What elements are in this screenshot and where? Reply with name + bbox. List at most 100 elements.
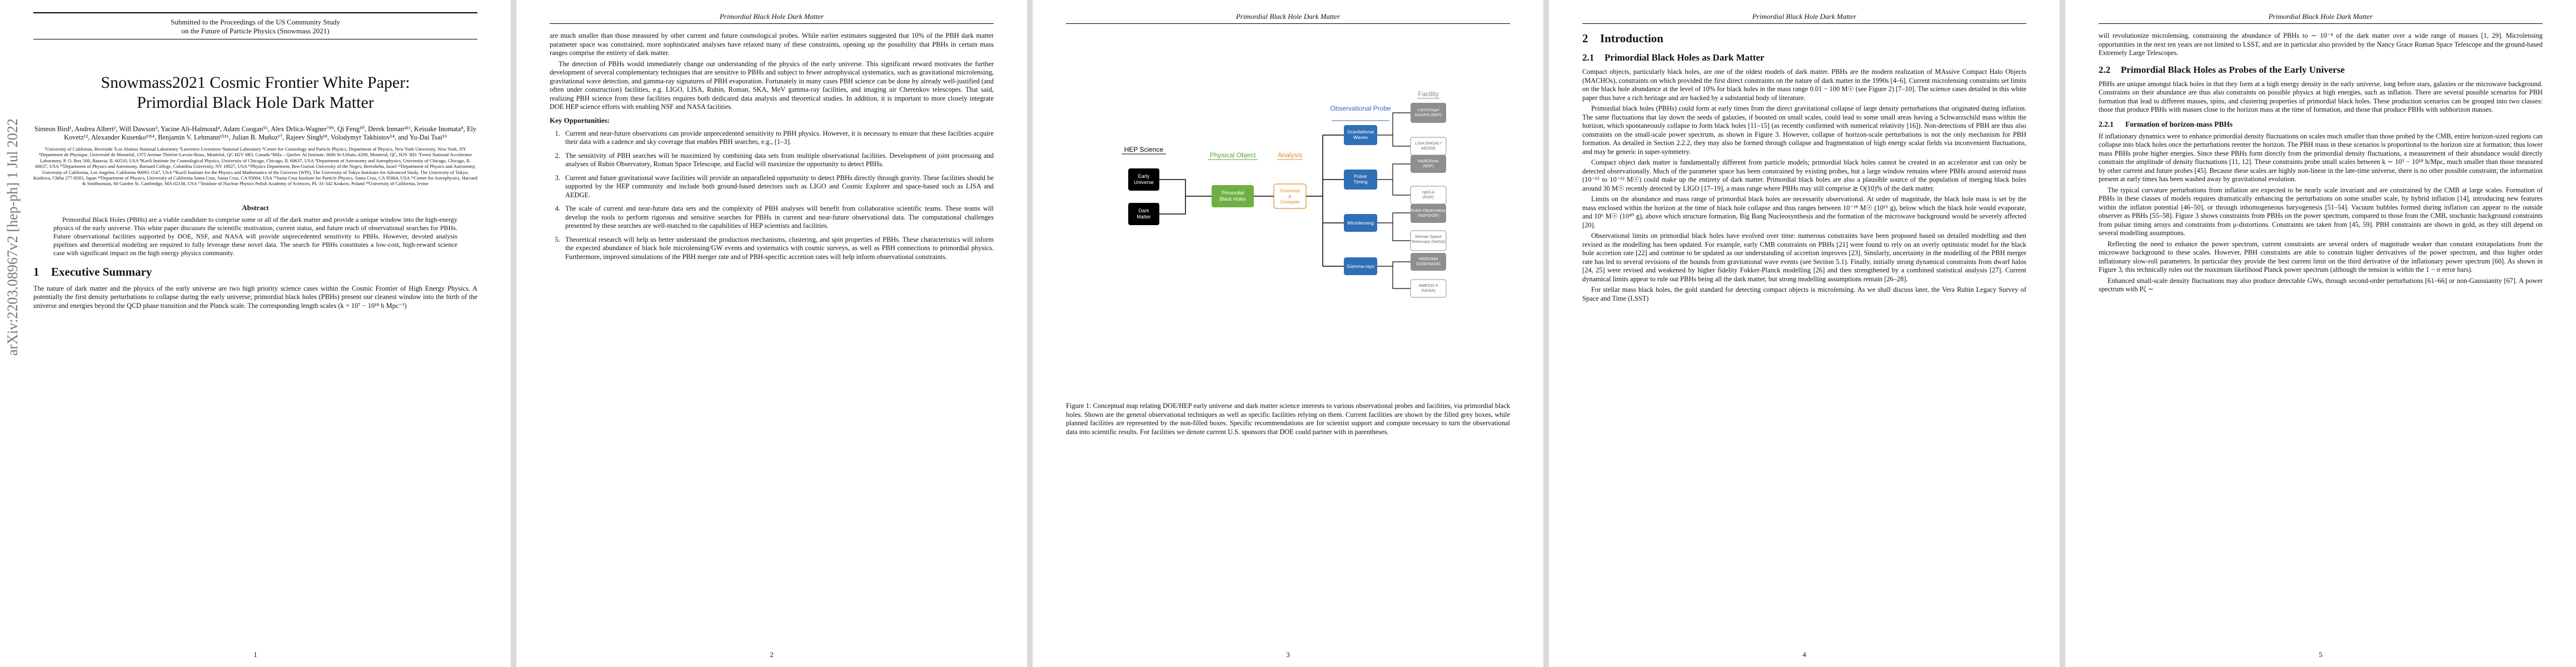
paragraph: Enhanced small-scale density fluctuation… [2099,276,2543,293]
facility-amego-text: AMEGO-X(NASA) [1418,283,1438,293]
paragraph: Observational limits on primordial black… [1582,232,2026,283]
pbh-box [1212,185,1254,207]
abstract: Primordial Black Holes (PBHs) are a viab… [53,216,457,257]
abstract-text: Primordial Black Holes (PBHs) are a viab… [53,215,457,257]
hep-science-label: HEP Science [1124,146,1164,153]
page-5: Primordial Black Hole Dark Matter will r… [2065,0,2576,667]
page-number: 1 [253,650,257,659]
page-4: Primordial Black Hole Dark Matter 2 Intro… [1549,0,2060,667]
connector [1159,179,1212,197]
subsection-title: Primordial Black Holes as Probes of the … [2121,64,2345,75]
gamma-rays-box [1344,257,1377,275]
paragraph: Reflecting the need to enhance the power… [2099,240,2543,274]
paragraph: Primordial black holes (PBHs) could form… [1582,104,2026,156]
list-item: The sensitivity of PBH searches will be … [562,152,994,169]
concept-map-diagram: HEP Science Physical Object Analysis Obs… [1122,90,1447,298]
list-item: Current and future gravitational wave fa… [562,174,994,200]
running-head: Primordial Black Hole Dark Matter [1582,12,2026,24]
subsection-heading: 2.2 Primordial Black Holes as Probes of t… [2099,64,2543,76]
connector [1392,266,1411,289]
figure-1: HEP Science Physical Object Analysis Obs… [1066,46,1510,402]
arxiv-identifier: arXiv:2203.08967v2 [hep-ph] 1 Jul 2022 [4,118,21,356]
subsubsection-heading: 2.2.1 Formation of horizon-mass PBHs [2099,120,2543,129]
scientists-compute-text: Scientists&Compute [1280,188,1300,205]
page-number: 5 [2319,650,2323,659]
list-item: Theoretical research will help us better… [562,236,994,262]
paragraph: Compact object dark matter is fundamenta… [1582,158,2026,192]
subsubsection-number: 2.2.1 [2099,120,2114,128]
running-head: Primordial Black Hole Dark Matter [1066,12,1510,24]
paragraph: Compact objects, particularly black hole… [1582,68,2026,102]
facility-ligo-text: LIGO/Virgo/KAGRA (NSF) [1415,107,1442,117]
affiliation-list: ¹University of California, Riverside ²Lo… [33,146,477,187]
facility-ligo [1411,103,1446,123]
paragraph: The detection of PBHs would immediately … [550,59,994,111]
subsection-title: Primordial Black Holes as Dark Matter [1605,52,1765,63]
subsection-number: 2.2 [2099,64,2111,75]
dark-matter-box [1128,203,1159,225]
pulsar-timing-box [1344,170,1377,190]
facility-rubin-text: Rubin Observatory(NSF/DOE) [1411,208,1446,218]
connector [1159,196,1186,215]
subsubsection-title: Formation of horizon-mass PBHs [2125,120,2233,128]
paper-title: Snowmass2021 Cosmic Frontier White Paper… [33,73,477,113]
section-title: Introduction [1600,32,1663,45]
gamma-rays-text: Gamma-rays [1347,263,1374,269]
running-head: Primordial Black Hole Dark Matter [550,12,994,24]
page-number: 3 [1286,650,1290,659]
submission-line-2: on the Future of Particle Physics (Snowm… [181,27,330,35]
paragraph: The nature of dark matter and the physic… [33,284,477,310]
microlensing-box [1344,214,1377,232]
section-heading: 2 Introduction [1582,32,2026,46]
facility-amego [1410,279,1447,298]
page-2: Primordial Black Hole Dark Matter are mu… [516,0,1027,667]
page-1: arXiv:2203.08967v2 [hep-ph] 1 Jul 2022 S… [0,0,511,667]
facility-ngvla-text: ngVLA(NSF) [1422,190,1435,200]
connector [1377,261,1411,267]
running-head: Primordial Black Hole Dark Matter [2099,12,2543,24]
submission-line-1: Submitted to the Proceedings of the US C… [171,18,340,26]
facility-rubin [1411,204,1446,223]
facility-nanograv-text: NANOGrav(NSF) [1418,158,1439,168]
paragraph: For stellar mass black holes, the gold s… [1582,286,2026,302]
opportunities-list: Current and near-future observations can… [550,130,994,262]
abstract-heading: Abstract [242,203,269,212]
page-number: 4 [1802,650,1806,659]
facility-herd-text: HERD/MA(DOE/NASA) [1416,256,1441,266]
title-line-1: Snowmass2021 Cosmic Frontier White Paper… [101,73,410,92]
page-number: 2 [770,650,774,659]
list-item: The scale of current and near-future dat… [562,205,994,231]
connector [1377,212,1411,223]
list-item: Current and near-future observations can… [562,130,994,147]
facility-lisa-text: LISA (NASA) /AEDGE [1415,141,1442,151]
facility-nanograv [1411,155,1446,173]
paragraph: The typical curvature perturbations from… [2099,186,2543,237]
facility-herd [1411,253,1446,271]
subsection-heading: 2.1 Primordial Black Holes as Dark Matter [1582,52,2026,63]
subsection-number: 2.1 [1582,52,1595,63]
connector [1392,135,1411,147]
facility-roman [1410,230,1447,251]
connector [1392,180,1411,196]
gravitational-waves-box [1344,125,1377,145]
observational-probe-label: Observational Probe [1330,104,1391,112]
paragraph: will revolutionize microlensing, constra… [2099,32,2543,57]
section-title: Executive Summary [51,265,152,278]
opportunities-heading: Key Opportunities: [550,116,610,125]
section-number: 2 [1582,32,1588,45]
author-list: Simeon Bird¹, Andrea Albert², Will Dawso… [34,125,477,141]
physical-object-label: Physical Object [1210,151,1256,159]
microlensing-text: Microlensing [1347,220,1374,226]
connector [1392,223,1411,241]
connector [1377,163,1411,180]
paragraph: PBHs are unique amongst black holes in t… [2099,79,2543,114]
submission-note: Submitted to the Proceedings of the US C… [33,12,477,39]
